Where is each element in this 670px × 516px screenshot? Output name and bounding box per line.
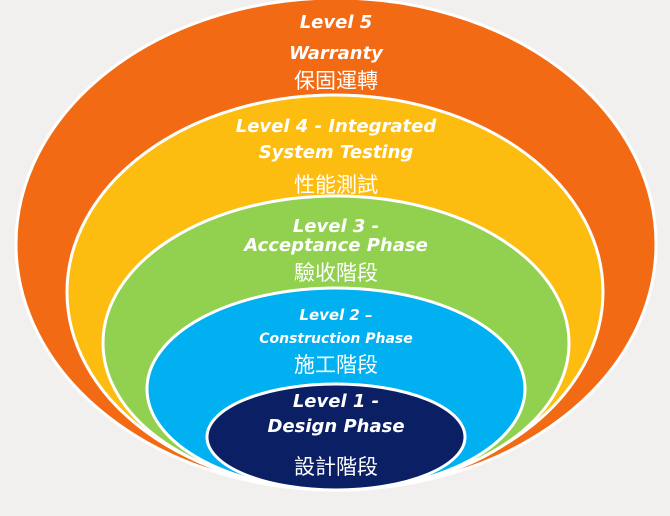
level-2-subtitle: Construction Phase: [259, 331, 413, 347]
level-2-chinese: 施工階段: [294, 353, 378, 377]
level-1-chinese: 設計階段: [294, 455, 378, 479]
level-4-subtitle: System Testing: [259, 142, 414, 163]
level-4-title: Level 4 - Integrated: [236, 116, 438, 137]
level-4-chinese: 性能測試: [294, 173, 378, 197]
level-3-title: Level 3 -: [293, 216, 379, 237]
level-5-chinese: 保固運轉: [294, 69, 378, 93]
level-3-chinese: 驗收階段: [294, 261, 378, 285]
level-1-ring: [205, 382, 467, 492]
level-1-subtitle: Design Phase: [267, 416, 404, 437]
level-1-title: Level 1 -: [293, 391, 379, 412]
level-5-title: Level 5: [300, 12, 373, 33]
level-5-subtitle: Warranty: [289, 43, 384, 64]
level-1-ellipse: [205, 382, 467, 492]
level-3-subtitle: Acceptance Phase: [242, 235, 428, 256]
level-2-title: Level 2 –: [299, 306, 372, 324]
